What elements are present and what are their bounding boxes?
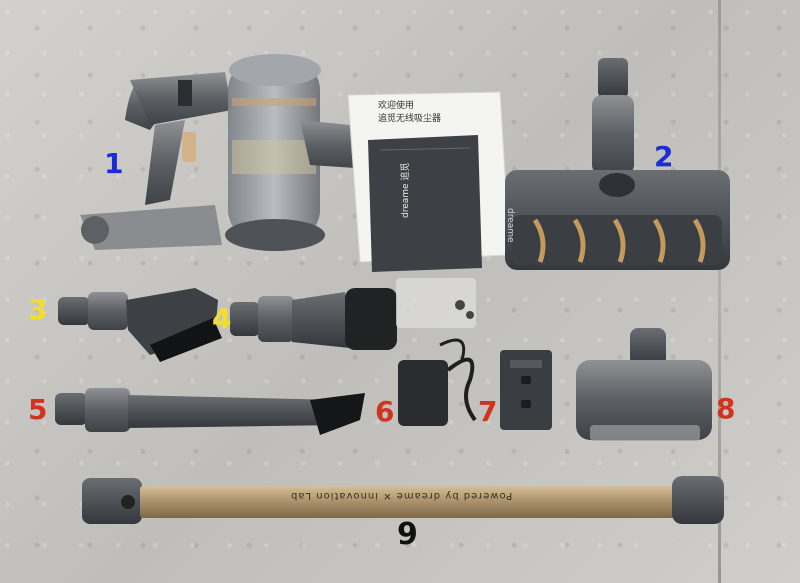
main-floor-brush <box>505 58 730 270</box>
mini-motor-brush <box>576 328 712 441</box>
manual-title-line1: 欢迎使用 <box>378 101 415 111</box>
label-5: 5 <box>28 393 48 426</box>
label-1: 1 <box>104 147 124 180</box>
label-7: 7 <box>478 395 498 428</box>
manual-title-line2: 追觅无线吸尘器 <box>378 114 442 124</box>
floor-brush-brand: dreame <box>505 208 515 243</box>
screw-pack <box>396 278 476 328</box>
floor-crack <box>718 0 721 583</box>
dusting-brush-tool <box>230 288 397 350</box>
extension-tube <box>82 476 724 524</box>
vacuum-main-body <box>80 54 392 251</box>
label-3: 3 <box>28 293 48 326</box>
label-8: 8 <box>716 392 736 425</box>
wall-mount <box>500 350 552 430</box>
label-4: 4 <box>212 302 232 335</box>
tube-print: Powered by dreame ✕ innovation Lab <box>290 490 513 501</box>
long-crevice-tool <box>55 388 365 435</box>
label-6: 6 <box>375 395 395 428</box>
label-9: 9 <box>397 517 418 552</box>
label-2: 2 <box>654 140 674 173</box>
wide-brush-tool <box>58 288 222 362</box>
booklet-brand: dreame 追觅 <box>401 162 411 218</box>
power-adapter <box>398 338 477 426</box>
user-manual <box>347 91 511 272</box>
